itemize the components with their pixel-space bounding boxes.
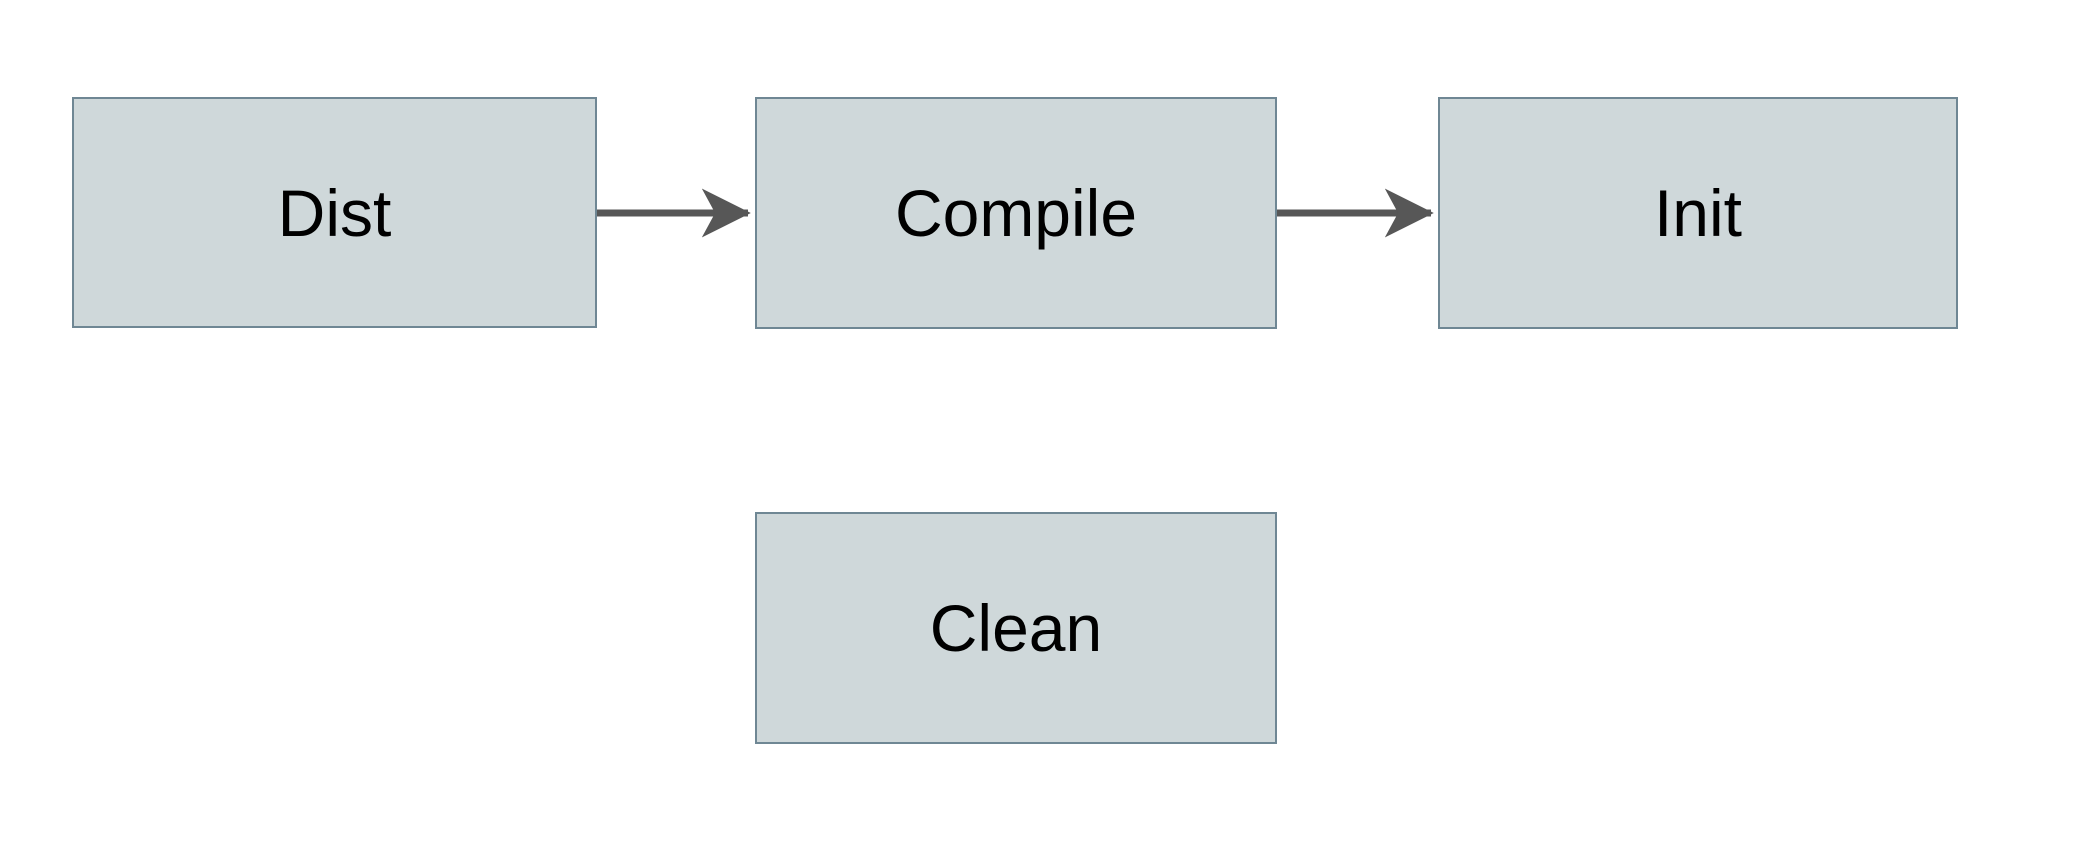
node-compile-label: Compile xyxy=(894,176,1138,250)
node-init[interactable]: Init xyxy=(1438,97,1958,329)
node-dist[interactable]: Dist xyxy=(72,97,597,328)
node-init-label: Init xyxy=(1653,176,1743,250)
node-dist-label: Dist xyxy=(277,175,392,250)
node-clean-label: Clean xyxy=(929,591,1103,665)
node-clean[interactable]: Clean xyxy=(755,512,1277,744)
node-compile[interactable]: Compile xyxy=(755,97,1277,329)
